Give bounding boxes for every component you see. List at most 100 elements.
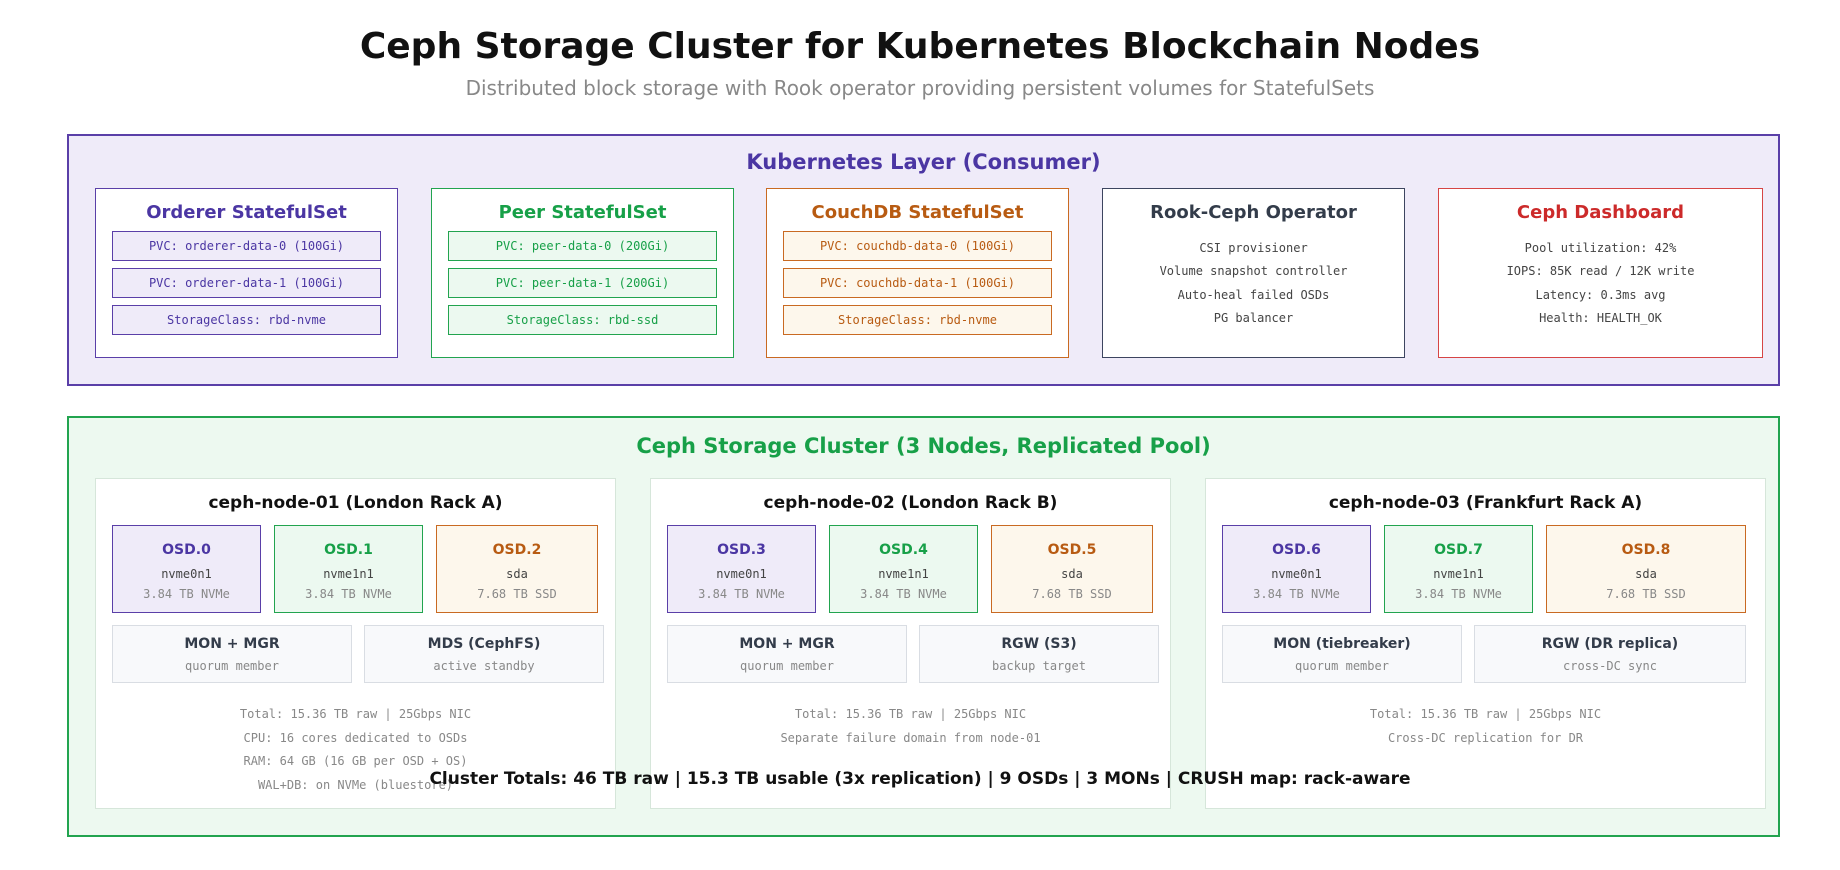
node-title: ceph-node-01 (London Rack A)	[208, 493, 503, 513]
osd-device: sda	[1635, 567, 1657, 581]
couchdb-pvc-0: PVC: couchdb-data-0 (100Gi)	[783, 231, 1052, 261]
node-note: RAM: 64 GB (16 GB per OSD + OS)	[243, 754, 468, 768]
osd-device: nvme1n1	[323, 567, 374, 581]
ceph-dashboard-title: Ceph Dashboard	[1516, 202, 1685, 223]
ceph-dashboard-card: Ceph Dashboard Pool utilization: 42% IOP…	[1438, 188, 1763, 358]
diagram-title: Ceph Storage Cluster for Kubernetes Bloc…	[359, 26, 1481, 67]
operator-line: CSI provisioner	[1199, 241, 1308, 255]
ceph-node-03: ceph-node-03 (Frankfurt Rack A) OSD.6 nv…	[1205, 478, 1766, 809]
node-note: Cross-DC replication for DR	[1387, 731, 1584, 745]
service-name: MON + MGR	[184, 636, 280, 652]
osd-name: OSD.5	[1047, 542, 1097, 558]
service-box: RGW (DR replica) cross-DC sync	[1474, 625, 1746, 683]
osd-size: 3.84 TB NVMe	[1253, 587, 1340, 601]
peer-pvc-0: PVC: peer-data-0 (200Gi)	[448, 231, 717, 261]
osd-name: OSD.0	[162, 542, 211, 558]
dashboard-line: Health: HEALTH_OK	[1539, 311, 1662, 325]
osd-box: OSD.8 sda 7.68 TB SSD	[1546, 525, 1746, 613]
osd-device: sda	[1061, 567, 1083, 581]
service-sub: quorum member	[740, 659, 834, 673]
couchdb-pvc-1: PVC: couchdb-data-1 (100Gi)	[783, 268, 1052, 298]
osd-box: OSD.2 sda 7.68 TB SSD	[436, 525, 598, 613]
osd-size: 3.84 TB NVMe	[860, 587, 947, 601]
couchdb-statefulset-title: CouchDB StatefulSet	[811, 202, 1024, 223]
service-box: MDS (CephFS) active standby	[364, 625, 604, 683]
couchdb-storageclass: StorageClass: rbd-nvme	[783, 305, 1052, 335]
osd-box: OSD.5 sda 7.68 TB SSD	[991, 525, 1153, 613]
dashboard-line: Pool utilization: 42%	[1524, 241, 1677, 255]
service-box: RGW (S3) backup target	[919, 625, 1159, 683]
ceph-cluster-title: Ceph Storage Cluster (3 Nodes, Replicate…	[636, 434, 1211, 458]
peer-storageclass: StorageClass: rbd-ssd	[448, 305, 717, 335]
osd-box: OSD.6 nvme0n1 3.84 TB NVMe	[1222, 525, 1371, 613]
osd-device: nvme1n1	[1433, 567, 1484, 581]
operator-line: Volume snapshot controller	[1159, 264, 1348, 278]
osd-device: nvme0n1	[1271, 567, 1322, 581]
osd-size: 7.68 TB SSD	[1032, 587, 1112, 601]
service-sub: cross-DC sync	[1563, 659, 1657, 673]
orderer-statefulset-card: Orderer StatefulSet PVC: orderer-data-0 …	[95, 188, 398, 358]
osd-size: 7.68 TB SSD	[477, 587, 557, 601]
service-box: MON + MGR quorum member	[667, 625, 907, 683]
node-note: Total: 15.36 TB raw | 25Gbps NIC	[794, 707, 1027, 721]
peer-statefulset-title: Peer StatefulSet	[498, 202, 667, 223]
osd-device: nvme1n1	[878, 567, 929, 581]
osd-name: OSD.1	[324, 542, 373, 558]
osd-name: OSD.2	[492, 542, 542, 558]
osd-box: OSD.3 nvme0n1 3.84 TB NVMe	[667, 525, 816, 613]
osd-device: nvme0n1	[716, 567, 767, 581]
osd-name: OSD.6	[1272, 542, 1321, 558]
osd-name: OSD.3	[717, 542, 766, 558]
osd-size: 3.84 TB NVMe	[305, 587, 392, 601]
node-note: WAL+DB: on NVMe (bluestore)	[257, 778, 454, 792]
operator-line: Auto-heal failed OSDs	[1177, 288, 1330, 302]
kubernetes-layer: Kubernetes Layer (Consumer) Orderer Stat…	[67, 134, 1780, 386]
peer-pvc-1: PVC: peer-data-1 (200Gi)	[448, 268, 717, 298]
osd-box: OSD.0 nvme0n1 3.84 TB NVMe	[112, 525, 261, 613]
osd-box: OSD.1 nvme1n1 3.84 TB NVMe	[274, 525, 423, 613]
osd-size: 3.84 TB NVMe	[1415, 587, 1502, 601]
couchdb-statefulset-card: CouchDB StatefulSet PVC: couchdb-data-0 …	[766, 188, 1069, 358]
service-box: MON (tiebreaker) quorum member	[1222, 625, 1462, 683]
osd-name: OSD.7	[1434, 542, 1483, 558]
peer-statefulset-card: Peer StatefulSet PVC: peer-data-0 (200Gi…	[431, 188, 734, 358]
node-title: ceph-node-02 (London Rack B)	[763, 493, 1058, 513]
service-sub: active standby	[433, 659, 535, 673]
service-sub: backup target	[992, 659, 1086, 673]
osd-device: sda	[506, 567, 528, 581]
orderer-pvc-1: PVC: orderer-data-1 (100Gi)	[112, 268, 381, 298]
node-note: Total: 15.36 TB raw | 25Gbps NIC	[1369, 707, 1602, 721]
kubernetes-layer-title: Kubernetes Layer (Consumer)	[746, 150, 1101, 174]
service-name: RGW (DR replica)	[1541, 636, 1679, 652]
node-title: ceph-node-03 (Frankfurt Rack A)	[1328, 493, 1643, 513]
ceph-storage-cluster: Ceph Storage Cluster (3 Nodes, Replicate…	[67, 416, 1780, 837]
service-name: MON (tiebreaker)	[1273, 636, 1411, 652]
osd-box: OSD.7 nvme1n1 3.84 TB NVMe	[1384, 525, 1533, 613]
osd-box: OSD.4 nvme1n1 3.84 TB NVMe	[829, 525, 978, 613]
osd-size: 3.84 TB NVMe	[143, 587, 230, 601]
cluster-totals: Cluster Totals: 46 TB raw | 15.3 TB usab…	[429, 769, 1411, 789]
operator-line: PG balancer	[1213, 311, 1294, 325]
ceph-node-01: ceph-node-01 (London Rack A) OSD.0 nvme0…	[95, 478, 616, 809]
osd-device: nvme0n1	[161, 567, 212, 581]
osd-size: 3.84 TB NVMe	[698, 587, 785, 601]
orderer-statefulset-title: Orderer StatefulSet	[146, 202, 347, 223]
node-note: Total: 15.36 TB raw | 25Gbps NIC	[239, 707, 472, 721]
service-sub: quorum member	[1295, 659, 1389, 673]
service-box: MON + MGR quorum member	[112, 625, 352, 683]
node-note: CPU: 16 cores dedicated to OSDs	[243, 731, 468, 745]
osd-name: OSD.4	[879, 542, 928, 558]
rook-ceph-operator-title: Rook-Ceph Operator	[1150, 202, 1357, 223]
service-name: MDS (CephFS)	[427, 636, 541, 652]
orderer-pvc-0: PVC: orderer-data-0 (100Gi)	[112, 231, 381, 261]
osd-size: 7.68 TB SSD	[1606, 587, 1686, 601]
rook-ceph-operator-card: Rook-Ceph Operator CSI provisioner Volum…	[1102, 188, 1405, 358]
orderer-storageclass: StorageClass: rbd-nvme	[112, 305, 381, 335]
service-name: MON + MGR	[739, 636, 835, 652]
ceph-node-02: ceph-node-02 (London Rack B) OSD.3 nvme0…	[650, 478, 1171, 809]
dashboard-line: Latency: 0.3ms avg	[1535, 288, 1666, 302]
dashboard-line: IOPS: 85K read / 12K write	[1506, 264, 1695, 278]
service-sub: quorum member	[185, 659, 279, 673]
diagram-subtitle: Distributed block storage with Rook oper…	[465, 76, 1375, 100]
osd-name: OSD.8	[1621, 542, 1671, 558]
